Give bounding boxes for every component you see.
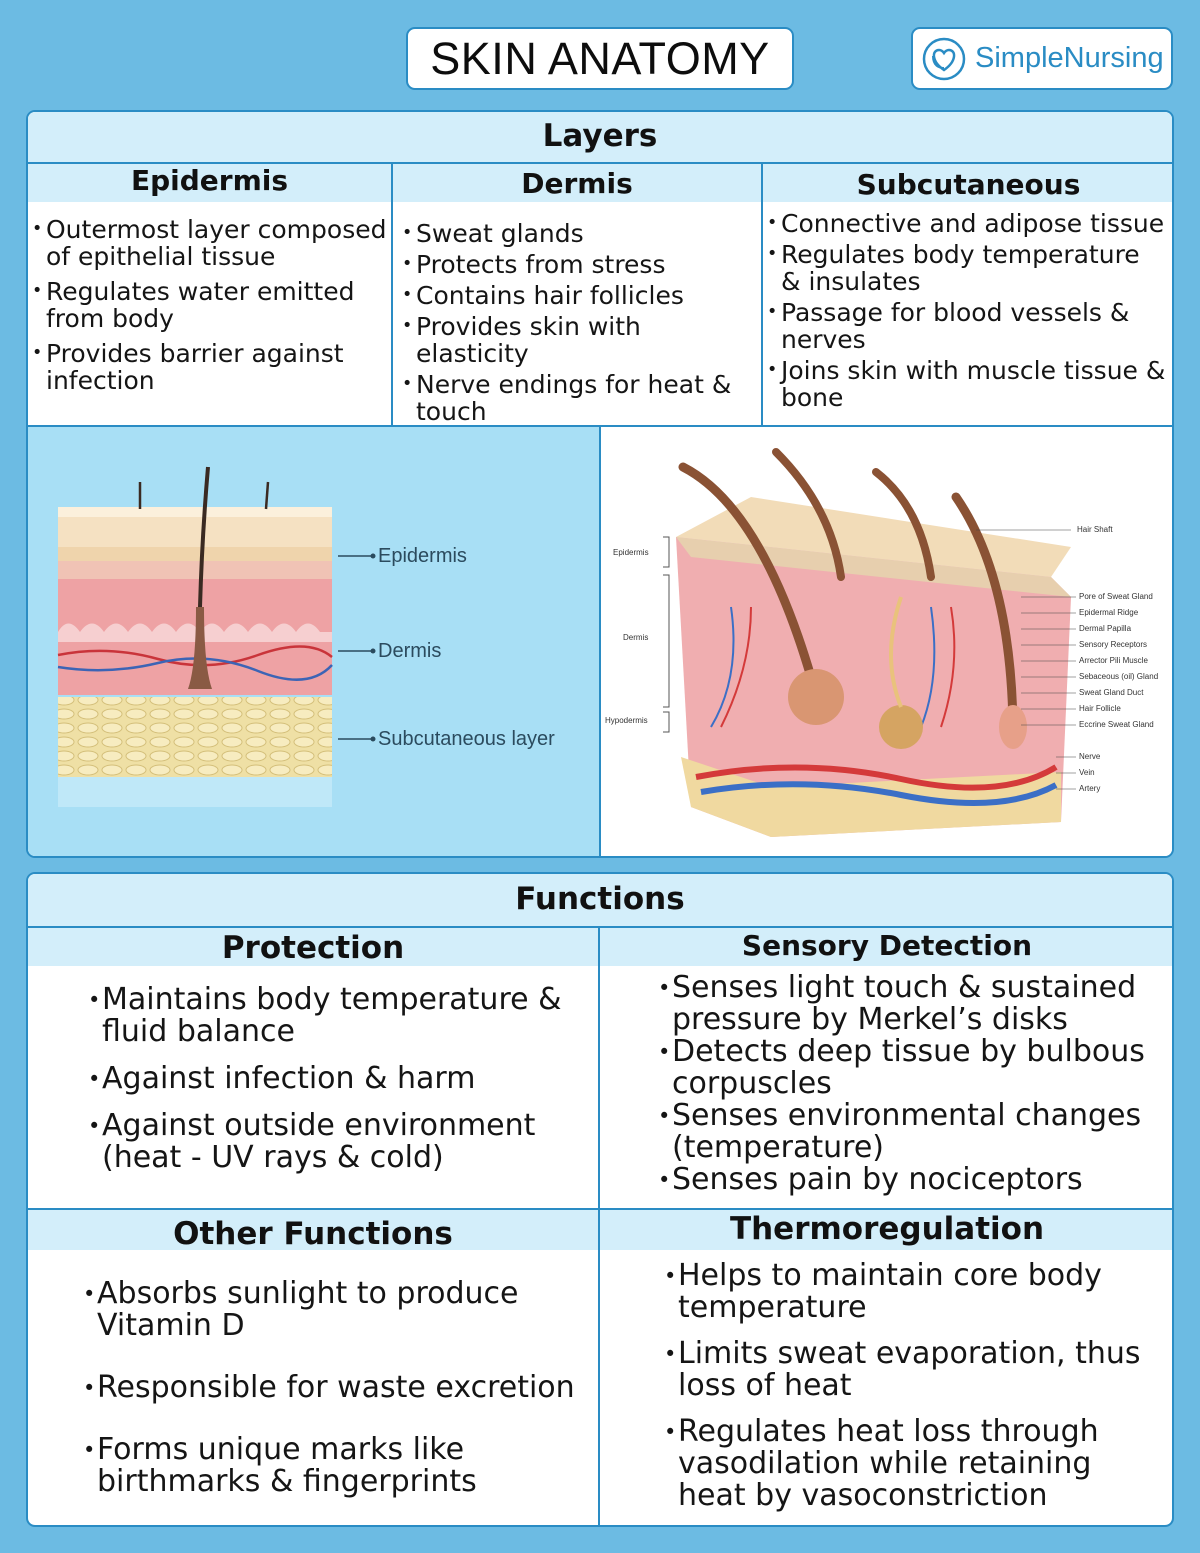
list-item: Senses environmental changes (temperatur… <box>658 1100 1158 1164</box>
label-eccrine-sweat-gland: Eccrine Sweat Gland <box>1079 720 1154 729</box>
subcutaneous-list: Connective and adipose tissue Regulates … <box>767 210 1167 419</box>
label-sensory-receptors: Sensory Receptors <box>1079 640 1148 649</box>
list-item: Maintains body temperature & fluid balan… <box>88 984 578 1048</box>
list-item: Regulates body temperature & insulates <box>767 241 1167 295</box>
label-dermis-small: Dermis <box>623 633 649 642</box>
label-epidermis: Epidermis <box>378 545 467 567</box>
skin-cross-section-illustration <box>663 448 1076 837</box>
other-functions-heading: Other Functions <box>28 1210 598 1252</box>
sensory-list: Senses light touch & sustained pressure … <box>658 972 1158 1197</box>
list-item: Senses pain by nociceptors <box>658 1164 1158 1197</box>
list-item: Senses light touch & sustained pressure … <box>658 972 1158 1036</box>
subcutaneous-heading: Subcutaneous <box>763 164 1172 202</box>
list-item: Provides barrier against infection <box>32 340 388 394</box>
list-item: Against infection & harm <box>88 1063 578 1096</box>
list-item: Helps to maintain core body temperature <box>664 1260 1144 1324</box>
label-vein: Vein <box>1079 768 1095 777</box>
functions-panel: Functions Protection Sensory Detection M… <box>26 872 1174 1527</box>
list-item: Contains hair follicles <box>402 282 758 309</box>
list-item: Forms unique marks like birthmarks & fin… <box>83 1434 583 1498</box>
list-item: Absorbs sunlight to produce Vitamin D <box>83 1278 583 1342</box>
layers-heading: Layers <box>28 112 1172 164</box>
protection-heading: Protection <box>28 928 598 966</box>
skin-cross-section-diagram: Epidermis Dermis Hypodermis Hair Shaft P… <box>601 427 1172 856</box>
list-item: Regulates heat loss through vasodilation… <box>664 1416 1144 1512</box>
layer-diagram: Epidermis Dermis Subcutaneous layer <box>28 427 599 856</box>
epidermis-list: Outermost layer composed of epithelial t… <box>32 216 388 402</box>
thermoregulation-heading: Thermoregulation <box>600 1210 1172 1250</box>
epidermis-heading: Epidermis <box>28 164 391 202</box>
thermoregulation-list: Helps to maintain core body temperature … <box>664 1260 1144 1512</box>
list-item: Limits sweat evaporation, thus loss of h… <box>664 1338 1144 1402</box>
label-subcutaneous-layer: Subcutaneous layer <box>378 728 555 750</box>
list-item: Sweat glands <box>402 220 758 247</box>
list-item: Joins skin with muscle tissue & bone <box>767 357 1167 411</box>
dermis-heading: Dermis <box>393 164 761 202</box>
heart-stethoscope-icon <box>922 37 966 80</box>
list-item: Connective and adipose tissue <box>767 210 1167 237</box>
label-hypodermis-small: Hypodermis <box>605 716 648 725</box>
list-item: Responsible for waste excretion <box>83 1372 583 1405</box>
list-item: Against outside environment (heat - UV r… <box>88 1110 578 1174</box>
label-arrector-pili: Arrector Pili Muscle <box>1079 656 1148 665</box>
list-item: Detects deep tissue by bulbous corpuscle… <box>658 1036 1158 1100</box>
label-pore: Pore of Sweat Gland <box>1079 592 1153 601</box>
page-title: SKIN ANATOMY <box>406 27 794 90</box>
other-functions-list: Absorbs sunlight to produce Vitamin D Re… <box>83 1278 583 1498</box>
logo-text: SimpleNursing <box>975 42 1164 74</box>
list-item: Nerve endings for heat & touch <box>402 371 758 425</box>
list-item: Passage for blood vessels & nerves <box>767 299 1167 353</box>
logo: SimpleNursing <box>911 27 1173 90</box>
skin-layers-illustration <box>57 466 376 807</box>
label-hair-follicle: Hair Follicle <box>1079 704 1121 713</box>
label-epidermal-ridge: Epidermal Ridge <box>1079 608 1139 617</box>
label-artery: Artery <box>1079 784 1101 793</box>
label-dermis: Dermis <box>378 640 442 662</box>
label-dermal-papilla: Dermal Papilla <box>1079 624 1132 633</box>
dermis-list: Sweat glands Protects from stress Contai… <box>402 220 758 433</box>
layers-panel: Layers Epidermis Dermis Subcutaneous Out… <box>26 110 1174 858</box>
list-item: Outermost layer composed of epithelial t… <box>32 216 388 270</box>
list-item: Regulates water emitted from body <box>32 278 388 332</box>
label-nerve: Nerve <box>1079 752 1101 761</box>
list-item: Provides skin with elasticity <box>402 313 758 367</box>
label-sweat-gland-duct: Sweat Gland Duct <box>1079 688 1144 697</box>
label-sebaceous-gland: Sebaceous (oil) Gland <box>1079 672 1159 681</box>
sensory-heading: Sensory Detection <box>600 928 1172 966</box>
functions-heading: Functions <box>28 874 1172 928</box>
label-epidermis-small: Epidermis <box>613 548 649 557</box>
list-item: Protects from stress <box>402 251 758 278</box>
label-hair-shaft: Hair Shaft <box>1077 525 1113 534</box>
protection-list: Maintains body temperature & fluid balan… <box>88 984 578 1174</box>
